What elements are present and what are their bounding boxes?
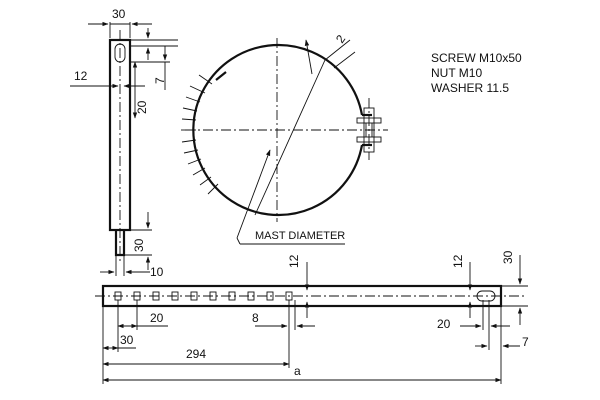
- bottom-hole: [190, 291, 198, 301]
- horizontal-strip-view: 20 8 30 294 a 20 7 12 12: [95, 250, 529, 384]
- dim-bottom-right-slot: 20: [437, 317, 451, 331]
- strip-foot: [114, 230, 126, 257]
- note-nut: NUT M10: [431, 66, 482, 80]
- hardware-notes: SCREW M10x50 NUT M10 WASHER 11.5: [431, 51, 522, 95]
- dim-bottom-height-12-left: 12: [287, 254, 301, 268]
- vertical-strip-view: 30 12 7 20 30 10: [70, 7, 178, 279]
- dim-slot-pitch: 20: [135, 100, 149, 114]
- dim-foot-width: 10: [150, 265, 164, 279]
- dim-bottom-span: 294: [186, 347, 206, 361]
- label-mast-diameter: MAST DIAMETER: [255, 230, 345, 242]
- dim-strip-width: 30: [112, 7, 126, 21]
- bottom-hole: [209, 291, 217, 301]
- clamp-ring-view: 2 MAST DIAMETER: [181, 32, 388, 245]
- bottom-hole: [228, 291, 236, 301]
- dim-bottom-height-30: 30: [501, 250, 515, 264]
- note-washer: WASHER 11.5: [431, 81, 509, 95]
- bottom-hole: [152, 291, 160, 301]
- bottom-hole: [266, 291, 274, 301]
- dim-hole-offset: 12: [74, 69, 88, 83]
- note-screw: SCREW M10x50: [431, 51, 522, 65]
- dim-slot-length: 7: [153, 77, 167, 84]
- bottom-hole: [171, 291, 179, 301]
- bottom-right-slot: [476, 290, 496, 302]
- dim-bottom-total: a: [294, 364, 301, 378]
- bottom-hole: [247, 291, 255, 301]
- dim-bottom-first-hole: 30: [120, 333, 134, 347]
- dim-foot-length: 30: [132, 238, 146, 252]
- dim-bottom-hole-pitch: 20: [150, 311, 164, 325]
- ring-hatch: [181, 74, 219, 195]
- dim-bottom-height-12-right: 12: [451, 254, 465, 268]
- dim-bottom-hole-size: 8: [252, 311, 259, 325]
- dim-bottom-right-end: 7: [522, 335, 529, 349]
